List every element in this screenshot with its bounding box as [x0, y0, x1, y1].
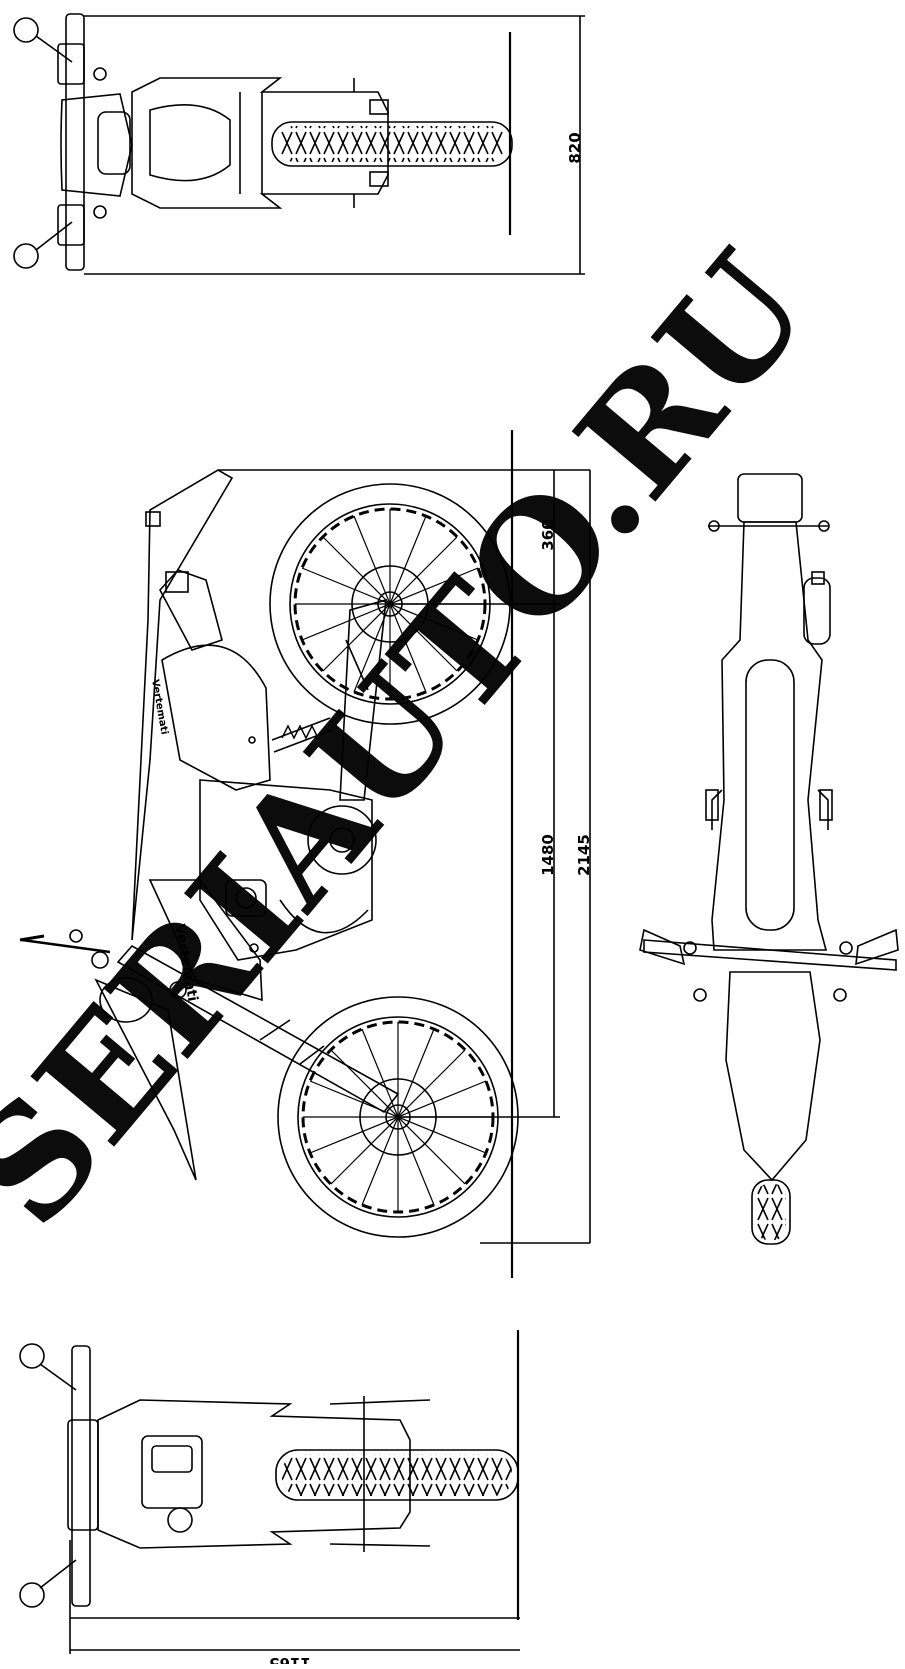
rear-view-tire — [275, 1449, 519, 1501]
side-view: 360 1480 2145 — [19, 430, 593, 1278]
rear-view-handlebar — [71, 1345, 91, 1607]
rear-fender — [131, 469, 234, 941]
handlebar — [65, 13, 85, 271]
front-view-tire — [271, 121, 513, 167]
rear-view-body — [97, 1399, 411, 1549]
fuel-tank — [161, 644, 271, 791]
frame — [199, 779, 373, 961]
overhang-dimension-label: 360 — [539, 519, 557, 550]
width-dimension: 820 — [84, 15, 585, 275]
exhaust-top — [803, 577, 831, 645]
width-dimension-label: 820 — [566, 132, 584, 163]
rear-wheel — [269, 483, 511, 725]
wheelbase-dimension-label: 1480 — [539, 834, 557, 876]
front-tire-top — [751, 1179, 791, 1245]
front-wheel — [277, 996, 519, 1238]
top-view — [639, 473, 899, 1245]
height-dimension-label: 1165 — [269, 1654, 311, 1664]
left-mirror-icon — [13, 17, 39, 43]
height-dimension: 1165 — [69, 1330, 520, 1669]
overall-length-dimension-label: 2145 — [575, 834, 593, 876]
headlight — [97, 111, 131, 175]
swingarm — [339, 598, 387, 801]
seat-top — [745, 659, 795, 931]
rear-view: 1165 — [19, 1330, 520, 1669]
rear-view-left-mirror-icon — [19, 1343, 45, 1369]
front-fender-top — [725, 971, 821, 1182]
top-body — [711, 521, 828, 951]
front-fork — [116, 944, 400, 1114]
side-panel — [148, 879, 263, 1002]
rear-wheel-spokes — [295, 509, 485, 699]
exhaust — [159, 569, 223, 651]
watermark: SERIAUTO.RU — [0, 221, 843, 1258]
right-mirror-icon — [13, 243, 39, 269]
rear-view-right-mirror-icon — [19, 1582, 45, 1608]
front-wheel-spokes — [303, 1022, 493, 1212]
rear-fender-top — [737, 473, 803, 523]
handlebar-top — [643, 939, 897, 971]
front-fender — [94, 978, 197, 1181]
handlebar-side — [21, 938, 111, 954]
front-view: 820 — [13, 13, 585, 275]
tail-light — [141, 1435, 203, 1509]
engine-cover — [307, 805, 377, 875]
